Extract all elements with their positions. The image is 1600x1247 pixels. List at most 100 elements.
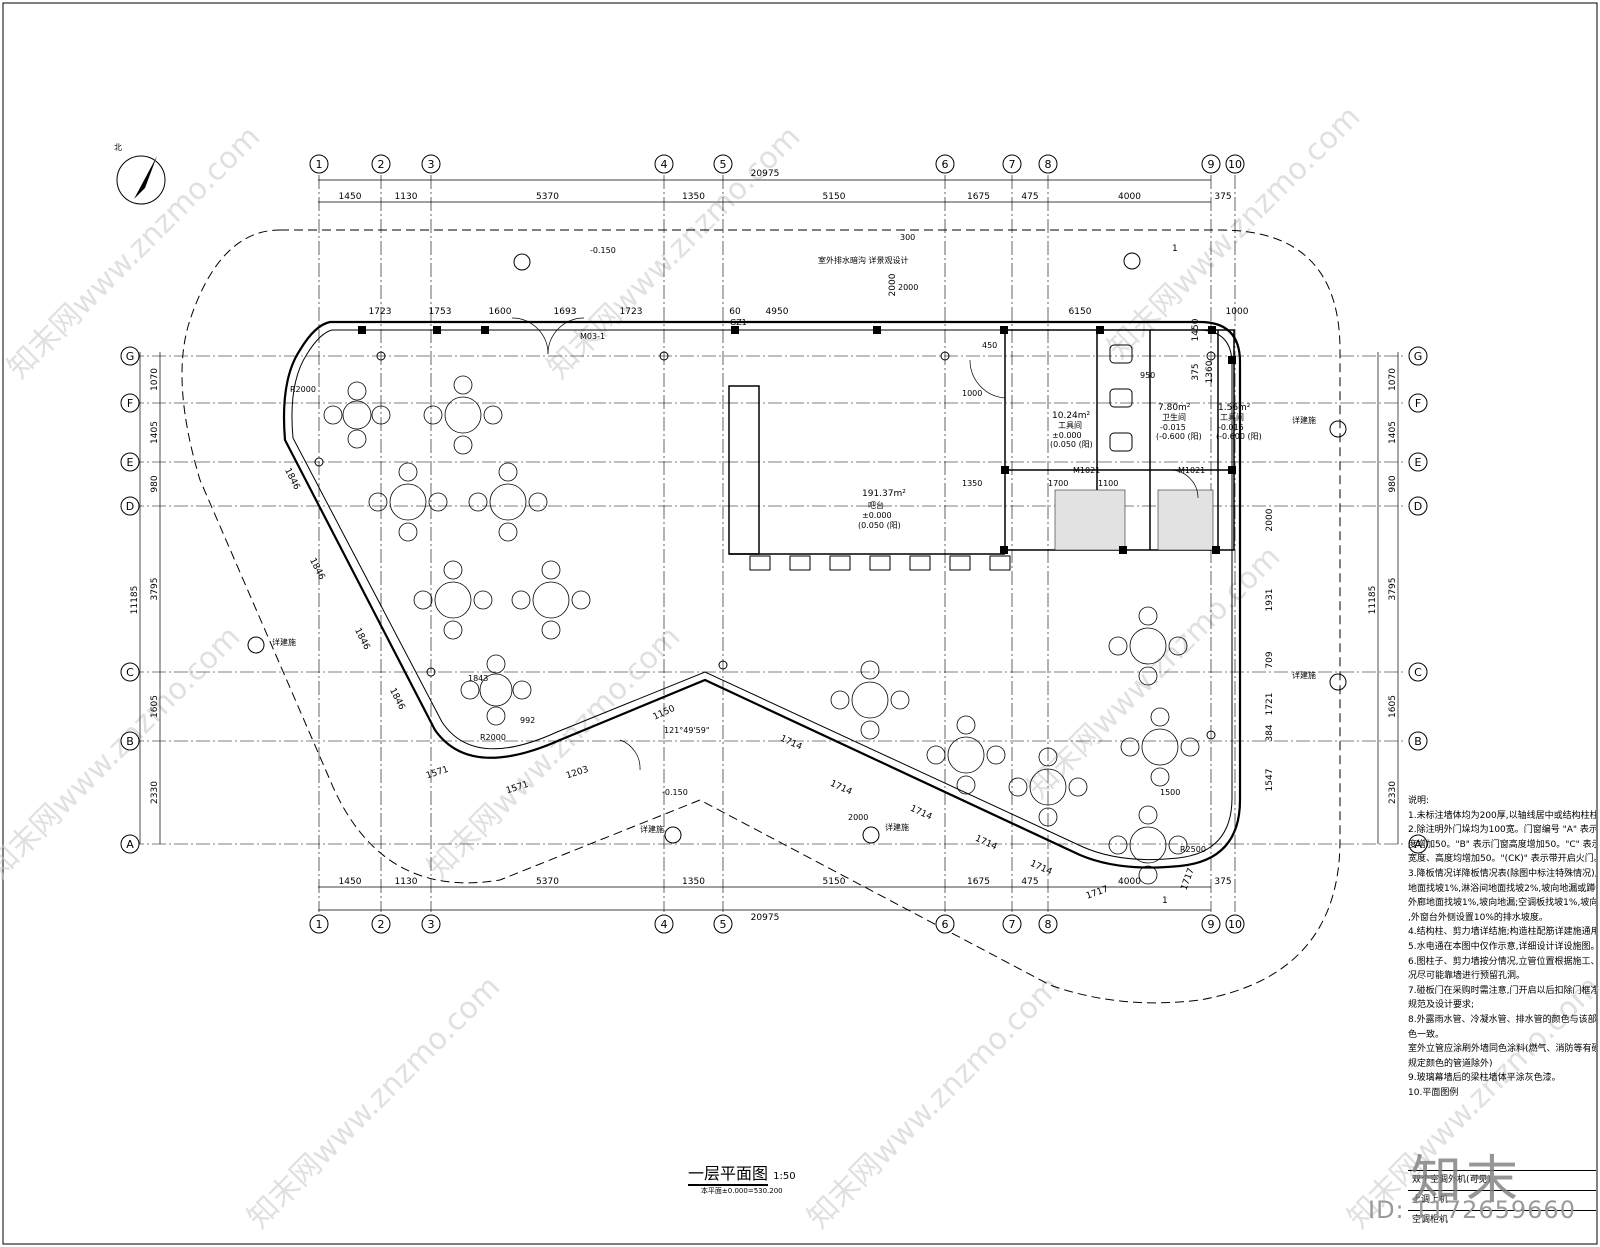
hatched-floor <box>1054 489 1214 551</box>
axis-label: 7 <box>1009 158 1016 171</box>
note-line: 4.结构柱、剪力墙详结施;构造柱配筋详建施通用节点图。 <box>1408 927 1596 938</box>
column <box>1228 466 1236 474</box>
vertical-dimension: 1547 <box>1265 769 1275 792</box>
axis-label: D <box>126 500 134 513</box>
table-set <box>460 654 532 726</box>
span-dimension: 375 <box>1214 877 1231 887</box>
watermark-text: 知末网www.znzmo.com <box>801 969 1067 1235</box>
segment-dimension: 1714 <box>778 734 803 753</box>
axis-label: A <box>1414 838 1422 851</box>
room-level-sub: (-0.600 (阳) <box>1216 432 1262 441</box>
level-mark: -0.150 <box>590 246 616 255</box>
design-notes: 说明:1.未标注墙体均为200厚,以轴线居中或结构柱柱边。2.除注明外门垛均为1… <box>1408 794 1596 1100</box>
axis-label: 1 <box>316 918 323 931</box>
axis-bubble <box>1225 914 1245 934</box>
room-name: 吧台 <box>868 500 884 510</box>
note-line: 说明: <box>1408 796 1430 806</box>
span-dimension: 5150 <box>823 192 846 202</box>
door-tag: M1021 <box>1178 466 1205 475</box>
axis-bubble <box>1038 154 1058 174</box>
room-name: 卫生间 <box>1162 412 1186 422</box>
axis-label: 4 <box>661 158 668 171</box>
vertical-dimension: 1360 <box>1205 360 1215 383</box>
round-column <box>940 351 950 361</box>
table-set <box>1108 805 1188 885</box>
detail-ref: 详建施 <box>1292 415 1316 425</box>
span-dimension: 1450 <box>339 877 362 887</box>
axis-bubble <box>309 154 329 174</box>
room-level-sub: (-0.600 (阳) <box>1156 432 1202 441</box>
round-column <box>718 660 728 670</box>
span-dimension: 1130 <box>395 877 418 887</box>
axis-bubble <box>654 914 674 934</box>
drawing-scale: 1:50 <box>773 1171 796 1182</box>
axis-bubble <box>1408 393 1428 413</box>
note-line: 规范及设计要求; <box>1408 1000 1475 1011</box>
axis-bubble <box>1408 496 1428 516</box>
room-area: 10.24m² <box>1052 411 1091 421</box>
axis-bubble <box>1201 154 1221 174</box>
axis-label: 3 <box>428 158 435 171</box>
wall-dimension: 1723 <box>620 307 643 317</box>
vertical-dimension: 1931 <box>1265 589 1275 612</box>
span-dimension: 4000 <box>1118 192 1141 202</box>
segment-dimension: 1714 <box>1028 859 1053 878</box>
wall-dimension: 1000 <box>1226 307 1249 317</box>
bar-stools <box>749 555 1011 571</box>
dim-label: 1843 <box>468 674 488 683</box>
bar-stool <box>869 555 891 571</box>
drawing-subtitle: 本平面±0.000=530.200 <box>700 1187 783 1195</box>
note-line: 3.降板情况详降板情况表(除图中标注特殊情况),卫生间 <box>1408 868 1596 879</box>
axis-bubble <box>120 393 140 413</box>
watermark-text: 知末网www.znzmo.com <box>1021 539 1287 805</box>
dim-label: 1000 <box>962 389 982 398</box>
legend: 双个空调外机(可见) 上调上机 空调柜机 <box>1408 1170 1596 1230</box>
note-line: 色一致。 <box>1408 1029 1445 1040</box>
axis-label: D <box>1414 500 1422 513</box>
section-mark: 1 <box>1162 896 1168 906</box>
axis-bubble <box>1408 731 1428 751</box>
note-line: 地面找坡1%,淋浴间地面找坡2%,坡向地漏或蹲便器, <box>1408 883 1596 894</box>
span-dimension: 1405 <box>150 421 160 444</box>
dim-label: 992 <box>520 716 535 725</box>
axis-bubble <box>654 154 674 174</box>
watermark-text: 知末网www.znzmo.com <box>541 119 807 385</box>
segment-dimension: 1846 <box>387 687 406 712</box>
detail-ref: 详建施 <box>640 824 664 834</box>
room-area: 1.56m² <box>1218 403 1251 413</box>
bar-stool <box>829 555 851 571</box>
axis-bubble <box>1408 662 1428 682</box>
room-level-sub: (0.050 (阳) <box>1050 440 1093 449</box>
column <box>358 326 366 334</box>
total-dimension: 20975 <box>751 913 780 923</box>
note-line: 7.碰板门在采购时需注意,门开启以后扣除门框净宽大于 <box>1408 985 1596 996</box>
room-level: ±0.000 <box>1052 431 1082 440</box>
note-line: 9.玻璃幕墙后的梁柱墙体平涂灰色漆。 <box>1408 1073 1561 1084</box>
column <box>1000 546 1008 554</box>
column <box>1119 546 1127 554</box>
brand-watermark-logo: 知末 <box>1410 1151 1523 1211</box>
bar-stool <box>989 555 1011 571</box>
room-name: 工具间 <box>1058 421 1082 430</box>
span-dimension: 1675 <box>967 877 990 887</box>
room-area: 191.37m² <box>862 489 906 499</box>
table-set <box>1108 606 1188 686</box>
wall-dimension: 1723 <box>369 307 392 317</box>
dim-label: 300 <box>900 233 915 242</box>
span-dimension: 1070 <box>150 368 160 391</box>
room-area: 7.80m² <box>1158 403 1191 413</box>
radius-label: R2500 <box>1180 845 1206 854</box>
round-column <box>314 457 324 467</box>
span-dimension: 980 <box>150 475 160 492</box>
table-set <box>830 660 910 740</box>
segment-dimension: 1714 <box>973 834 998 853</box>
axis-bubble <box>1408 834 1428 854</box>
axis-label: 1 <box>316 158 323 171</box>
detail-ref: 详建施 <box>885 822 909 832</box>
axis-bubble <box>120 346 140 366</box>
table-set <box>1120 707 1200 787</box>
note-line: ,外窗台外侧设置10%的排水坡度。 <box>1408 912 1548 923</box>
axis-label: 5 <box>720 158 727 171</box>
wall-dimension: 1600 <box>489 307 512 317</box>
span-dimension: 2330 <box>150 781 160 804</box>
